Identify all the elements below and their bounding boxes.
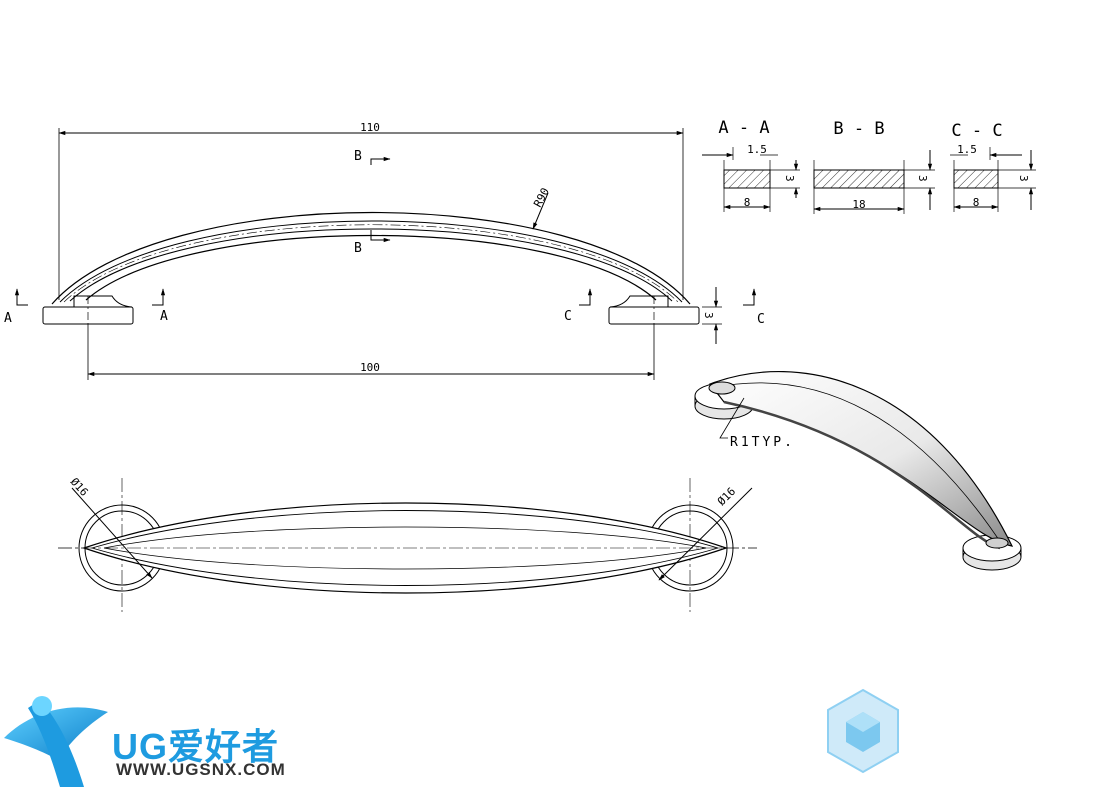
section-letter-c-right: C (757, 312, 765, 327)
section-b-width: 18 (852, 198, 865, 211)
section-c-title: C - C (951, 121, 1002, 141)
section-c-height: 3 (1017, 175, 1030, 182)
radius-leader (532, 192, 549, 230)
front-view (14, 128, 757, 380)
left-diameter-label: Ø16 (68, 475, 91, 498)
radius-label: R90 (531, 186, 552, 210)
top-view (58, 478, 757, 612)
logo-name: UG爱好者 (112, 726, 280, 767)
section-a-a (702, 147, 800, 212)
section-letter-b-top: B (354, 149, 362, 164)
section-a-offset: 1.5 (747, 143, 767, 156)
overall-length-label: 110 (360, 121, 380, 134)
section-letter-c-left: C (564, 309, 572, 324)
section-mark-b-bottom (370, 230, 391, 243)
section-mark-c-left (579, 288, 593, 306)
handle-arch-inner (85, 234, 657, 301)
right-diameter-leader (658, 487, 753, 581)
section-a-height: 3 (783, 175, 796, 182)
base-height-label: 3 (702, 312, 715, 319)
handle-3d-body (709, 370, 1014, 547)
section-letter-a-right: A (160, 309, 168, 324)
section-a-width: 8 (744, 196, 751, 209)
handle-arch-outer (51, 211, 691, 305)
ug-logo-mark (4, 696, 108, 787)
hole-spacing-label: 100 (360, 361, 380, 374)
section-c-c (950, 147, 1036, 212)
section-b-height: 3 (916, 175, 929, 182)
section-mark-a-right (152, 288, 166, 306)
logo-url: WWW.UGSNX.COM (116, 760, 286, 779)
section-mark-a-left (14, 288, 28, 306)
fillet-note: R1TYP. (730, 435, 795, 450)
section-a-title: A - A (718, 118, 769, 138)
section-b-title: B - B (833, 119, 884, 139)
section-letter-b-bottom: B (354, 241, 362, 256)
left-diameter-leader (71, 487, 153, 579)
section-mark-c-right (743, 288, 757, 306)
section-b-b (813, 150, 935, 214)
isometric-view (694, 370, 1022, 571)
section-c-offset: 1.5 (957, 143, 977, 156)
cube-watermark-icon (827, 688, 899, 774)
section-letter-a-left: A (4, 311, 12, 326)
section-mark-b-top (370, 156, 391, 165)
section-c-width: 8 (973, 196, 980, 209)
